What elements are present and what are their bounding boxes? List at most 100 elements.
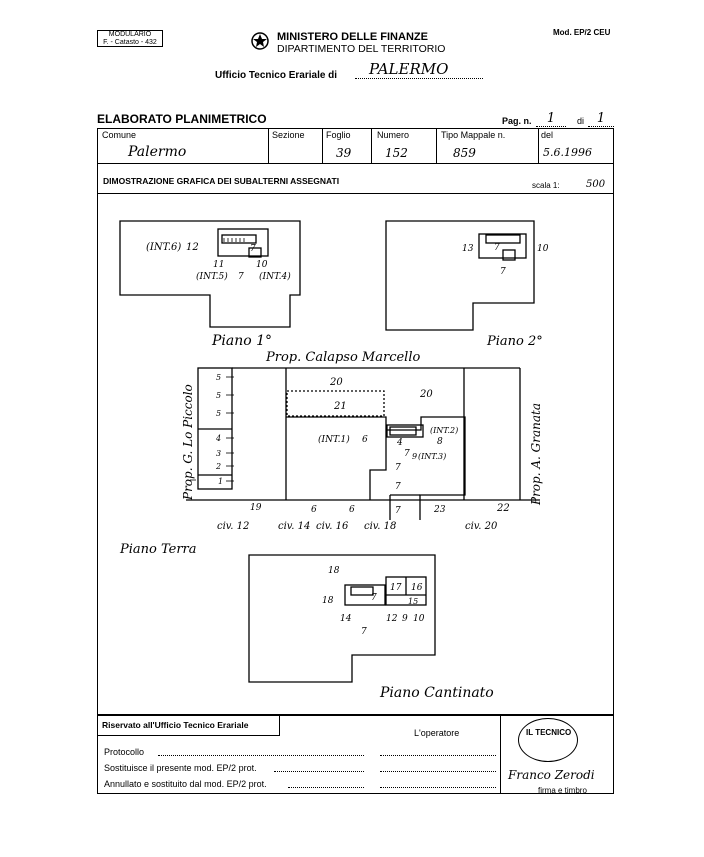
terra-int3: (INT.3) xyxy=(418,452,446,461)
terra-left-3: 3 xyxy=(216,449,221,458)
office-field[interactable]: PALERMO xyxy=(355,60,483,79)
numero-label: Numero xyxy=(377,130,410,140)
sostituisce-label: Sostituisce il presente mod. EP/2 prot. xyxy=(104,763,257,773)
sezione-label: Sezione xyxy=(272,130,305,140)
piano1-n7b: 7 xyxy=(238,272,244,282)
terra-caption: Piano Terra xyxy=(119,542,197,557)
section-header: DIMOSTRAZIONE GRAFICA DEI SUBALTERNI ASS… xyxy=(97,164,614,194)
terra-civ20: civ. 20 xyxy=(465,521,498,532)
cantinato-n7: 7 xyxy=(371,593,377,603)
annullato-field[interactable] xyxy=(288,786,364,788)
terra-left-2: 2 xyxy=(215,462,221,471)
section-title: DIMOSTRAZIONE GRAFICA DEI SUBALTERNI ASS… xyxy=(103,176,340,186)
terra-n7a: 7 xyxy=(404,449,410,459)
protocollo-label: Protocollo xyxy=(104,747,145,757)
terra-left-5b: 5 xyxy=(216,391,221,400)
terra-civ18: civ. 18 xyxy=(364,521,396,532)
cantinato-n18a: 18 xyxy=(328,566,340,576)
office-label: Ufficio Tecnico Erariale di xyxy=(215,70,338,81)
terra-n19: 19 xyxy=(250,503,262,513)
piano2-n10: 10 xyxy=(537,244,549,254)
terra-n7b: 7 xyxy=(395,463,401,473)
scale-value: 500 xyxy=(586,179,606,190)
form-code: Mod. EP/2 CEU xyxy=(553,28,611,37)
piano1-int4: (INT.4) xyxy=(259,271,291,282)
cantinato-n18b: 18 xyxy=(322,596,334,606)
cantinato-n14: 14 xyxy=(340,614,352,624)
terra-prop-top: Prop. Calapso Marcello xyxy=(265,350,420,365)
terra-civ14: civ. 14 xyxy=(278,521,310,532)
modulario-box: MODULARIO F. - Catasto - 432 xyxy=(97,30,163,47)
piano1-n10: 10 xyxy=(256,260,268,270)
office-value: PALERMO xyxy=(369,60,449,78)
emblem-icon xyxy=(250,30,270,52)
tipo-mappale-label: Tipo Mappale n. xyxy=(441,130,506,140)
foglio-label: Foglio xyxy=(326,130,351,140)
piano1-int6: (INT.6) xyxy=(146,242,181,253)
modulario-line2: F. - Catasto - 432 xyxy=(103,39,157,46)
terra-n6: 6 xyxy=(362,435,368,445)
piano1-n12: 12 xyxy=(186,242,199,253)
cantinato-caption: Piano Cantinato xyxy=(379,685,494,701)
piano2-n7: 7 xyxy=(494,243,500,253)
terra-civ16: civ. 16 xyxy=(316,521,349,532)
piano1-n11: 11 xyxy=(213,260,224,270)
technician-stamp xyxy=(518,718,578,762)
cantinato-n10: 10 xyxy=(413,614,425,624)
terra-n22: 22 xyxy=(496,503,510,514)
terra-n6b: 6 xyxy=(349,505,355,515)
page-number-value: 1 xyxy=(536,111,566,127)
terra-prop-left: Prop. G. Lo Piccolo xyxy=(181,384,195,501)
cantinato-n15: 15 xyxy=(408,597,418,606)
page-title: ELABORATO PLANIMETRICO xyxy=(97,112,267,126)
del-label: del xyxy=(541,130,554,140)
terra-int2: (INT.2) xyxy=(430,426,458,435)
annullato-label: Annullato e sostituito dal mod. EP/2 pro… xyxy=(104,779,267,789)
terra-left-4: 4 xyxy=(215,434,221,443)
modulario-line1: MODULARIO xyxy=(108,31,152,38)
piano1-n7: 7 xyxy=(250,244,256,254)
cantinato-n12: 12 xyxy=(386,614,398,624)
piano2-n13: 13 xyxy=(462,244,474,254)
firma-label: firma e timbro xyxy=(538,786,587,795)
operator-field-3[interactable] xyxy=(380,786,496,788)
comune-label: Comune xyxy=(102,130,137,140)
department-title: DIPARTIMENTO DEL TERRITORIO xyxy=(277,43,446,55)
cantinato-n17: 17 xyxy=(390,583,402,593)
comune-value: Palermo xyxy=(128,144,187,160)
terra-left-1: 1 xyxy=(218,477,223,486)
piano1-int5: (INT.5) xyxy=(196,271,228,282)
sostituisce-field[interactable] xyxy=(274,770,364,772)
terra-int1: (INT.1) xyxy=(318,434,350,445)
page-number-label: Pag. n. xyxy=(502,116,532,126)
operator-field-2[interactable] xyxy=(380,770,496,772)
terra-left-5c: 5 xyxy=(216,409,221,418)
terra-n4: 4 xyxy=(396,438,403,448)
terra-n20a: 20 xyxy=(329,377,343,388)
terra-n6a: 6 xyxy=(311,505,317,515)
terra-n23: 23 xyxy=(433,505,446,515)
terra-prop-right: Prop. A. Granata xyxy=(529,403,543,506)
cantinato-n9: 9 xyxy=(402,614,408,624)
operator-field-1[interactable] xyxy=(380,754,496,756)
operator-label: L'operatore xyxy=(414,728,460,738)
reserved-label: Riservato all'Ufficio Tecnico Erariale xyxy=(102,720,249,730)
ministry-title: MINISTERO DELLE FINANZE xyxy=(277,31,428,43)
numero-value: 152 xyxy=(385,146,408,160)
scale-label: scala 1: xyxy=(532,181,560,190)
cantinato-n16: 16 xyxy=(411,583,423,593)
terra-n21: 21 xyxy=(333,401,347,412)
piano2-n7b: 7 xyxy=(500,267,506,277)
footer-box: Riservato all'Ufficio Tecnico Erariale L… xyxy=(97,714,614,795)
piano1-caption: Piano 1° xyxy=(211,333,272,349)
terra-civ12: civ. 12 xyxy=(217,521,249,532)
reserved-box: Riservato all'Ufficio Tecnico Erariale xyxy=(98,716,280,736)
piano2-caption: Piano 2° xyxy=(486,334,543,349)
del-value: 5.6.1996 xyxy=(543,146,592,159)
protocollo-field[interactable] xyxy=(158,754,364,756)
terra-left-5a: 5 xyxy=(216,373,221,382)
tipo-mappale-value: 859 xyxy=(453,146,476,160)
terra-n9: 9 xyxy=(412,452,417,461)
cantinato-n7b: 7 xyxy=(361,627,367,637)
